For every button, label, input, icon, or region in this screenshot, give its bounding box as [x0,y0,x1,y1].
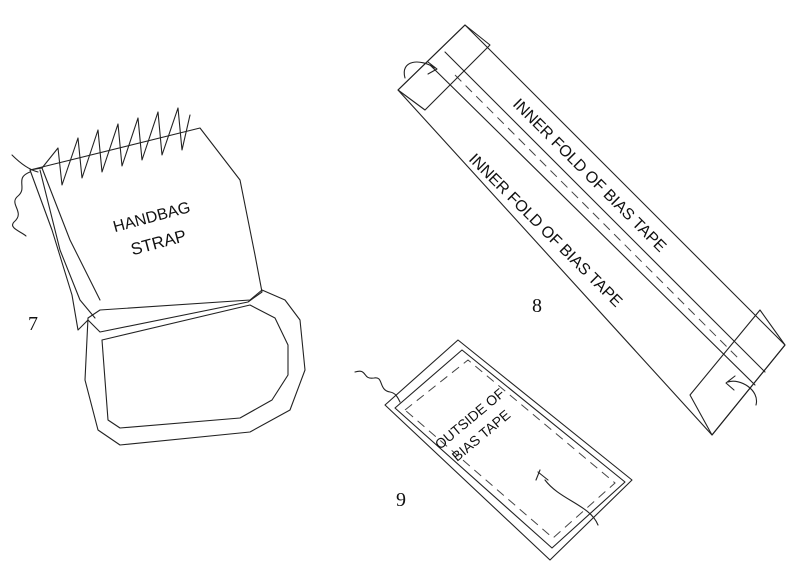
tape-outer-outline [384,339,633,561]
step-number-8: 8 [532,295,542,317]
zigzag-stitch [41,107,191,186]
strap-inner-edge [29,167,101,301]
fold-arrow-top [403,61,438,79]
tape-layer-outline [394,349,626,549]
fold-arrow-bottom [725,375,757,406]
handbag-strap-outline [29,127,263,333]
step8-illustration: INNER FOLD OF BIAS TAPE INNER FOLD OF BI… [397,24,786,436]
strap-label: STRAP [129,226,189,259]
thread-tail-left [11,154,39,237]
step9-illustration: OUTSIDE OF BIAS TAPE 9 [354,339,633,561]
thread-tail-step9 [354,370,401,403]
top-end-flap [397,24,491,111]
bias-tape-outline [397,24,786,436]
ring-outer [84,289,306,446]
tape-center-dash [454,74,741,361]
bottom-end-flap [689,309,786,436]
fold-arrow-step9 [535,469,599,526]
strap-fold-edge [39,169,96,319]
tape-stitch-dash [404,359,616,539]
tape-fold-line-2 [444,51,766,373]
tape-fold-line-1 [429,64,756,386]
step7-illustration: HANDBAG STRAP 7 [11,107,306,446]
inner-fold-label-top: INNER FOLD OF BIAS TAPE [509,96,669,256]
ring-inner [101,304,289,429]
step-number-7: 7 [28,313,38,335]
step-number-9: 9 [396,489,406,511]
